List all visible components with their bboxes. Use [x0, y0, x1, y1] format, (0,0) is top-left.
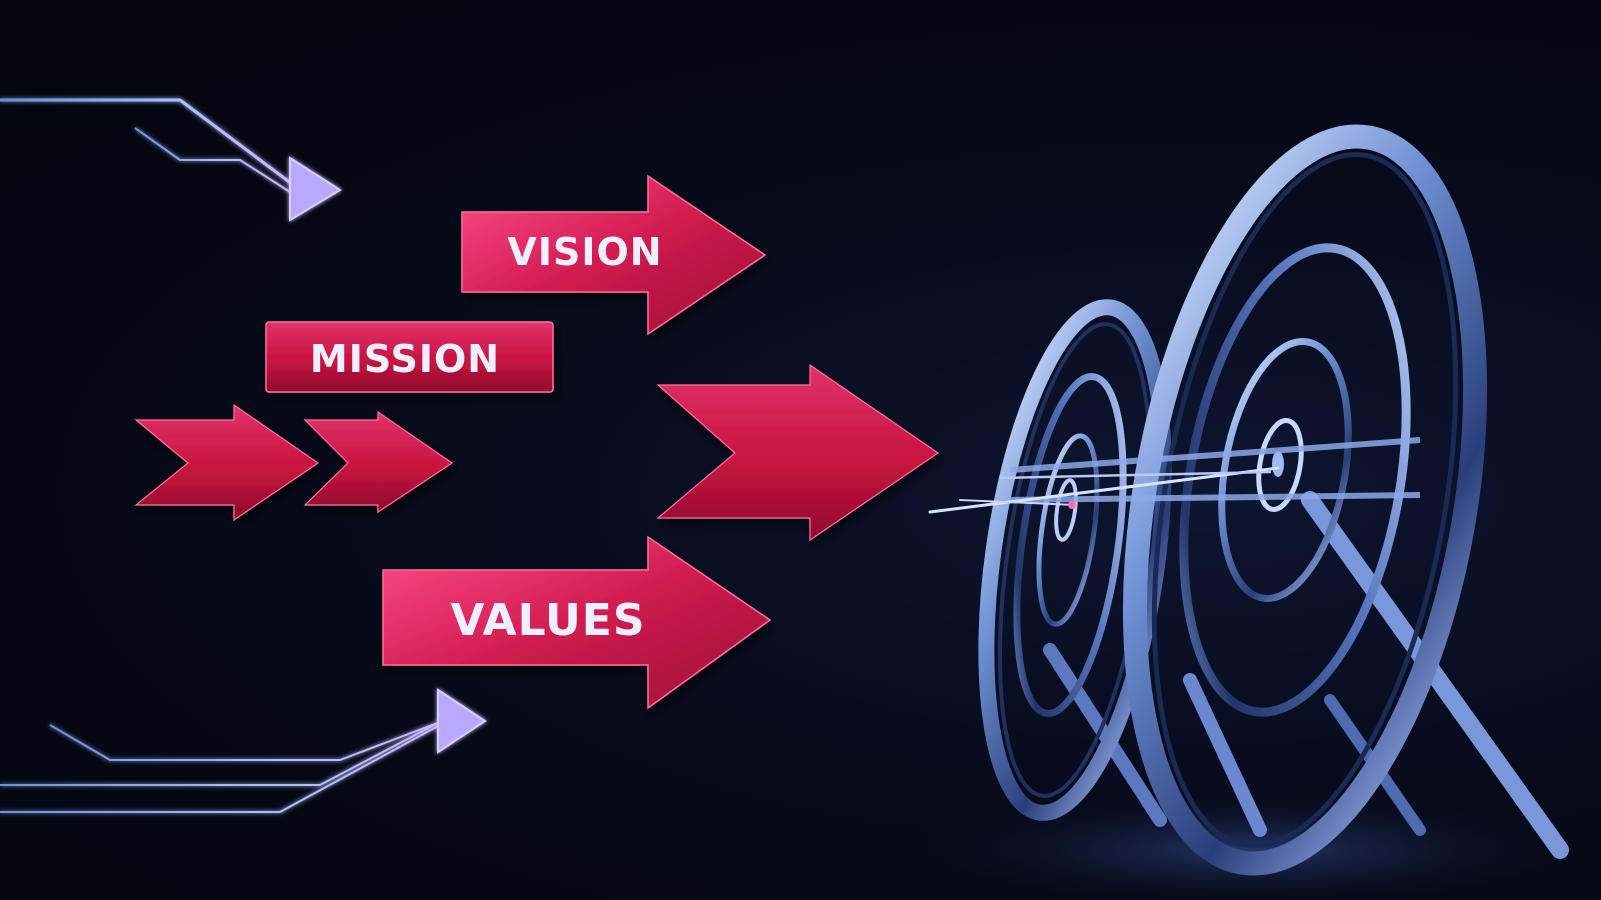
- arrow-icon: [134, 403, 320, 522]
- values-label: VALUES: [450, 595, 645, 646]
- arrow-icon: [461, 174, 767, 336]
- circuit-lines-bottom: [0, 718, 441, 813]
- vision-label: VISION: [507, 230, 662, 274]
- arrow-icon: [382, 535, 772, 710]
- large-target: [1122, 124, 1488, 876]
- dart-icon: [928, 466, 1280, 514]
- arrow-icon: [303, 410, 454, 514]
- arrow-icon: [437, 688, 487, 754]
- circuit-lines-top: [0, 98, 301, 193]
- arrow-icon: [289, 156, 342, 222]
- values-arrow: VALUES: [382, 535, 772, 710]
- mission-bar: MISSION: [265, 321, 554, 393]
- target-rails: [1009, 437, 1421, 503]
- vision-arrow: VISION: [461, 174, 767, 336]
- arrow-icon: [656, 363, 940, 542]
- mission-label: MISSION: [310, 337, 500, 381]
- chevron-arrows: [134, 363, 940, 542]
- target-icon: [978, 124, 1569, 876]
